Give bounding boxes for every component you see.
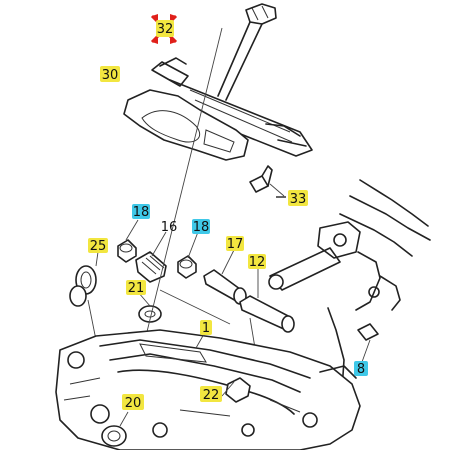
callout-18-left-label: 18 [133,205,150,220]
callout-25-label: 25 [90,239,107,254]
callout-30-label: 30 [102,68,119,83]
callout-32: 32 [156,20,174,37]
callout-8-label: 8 [357,362,365,377]
callout-18-right-label: 18 [193,220,210,235]
callout-22: 22 [200,386,222,403]
callout-20: 20 [122,394,144,411]
callout-8: 8 [354,361,368,377]
upper-stay-assembly [123,3,313,197]
callout-17-label: 17 [227,237,244,252]
callout-20-label: 20 [125,396,142,411]
small-parts-row [69,27,295,391]
callout-16: 16 [161,220,178,235]
callout-18-right: 18 [192,219,210,235]
callout-21-label: 21 [128,281,145,296]
callout-labels: 32 30 33 18 16 18 17 25 [88,20,368,411]
callout-16-label: 16 [161,220,178,235]
callout-12: 12 [248,254,266,270]
callout-33: 33 [276,190,308,207]
callout-32-label: 32 [157,22,174,37]
callout-18-left: 18 [132,204,150,220]
callout-12-label: 12 [249,255,266,270]
callout-22-label: 22 [203,388,220,403]
callout-25: 25 [88,238,108,254]
callout-17: 17 [226,236,244,252]
callout-30: 30 [100,66,120,83]
callout-33-label: 33 [290,192,307,207]
frame-right [268,179,431,391]
callout-1: 1 [200,320,212,336]
callout-21: 21 [126,280,146,296]
callout-1-label: 1 [202,321,210,336]
